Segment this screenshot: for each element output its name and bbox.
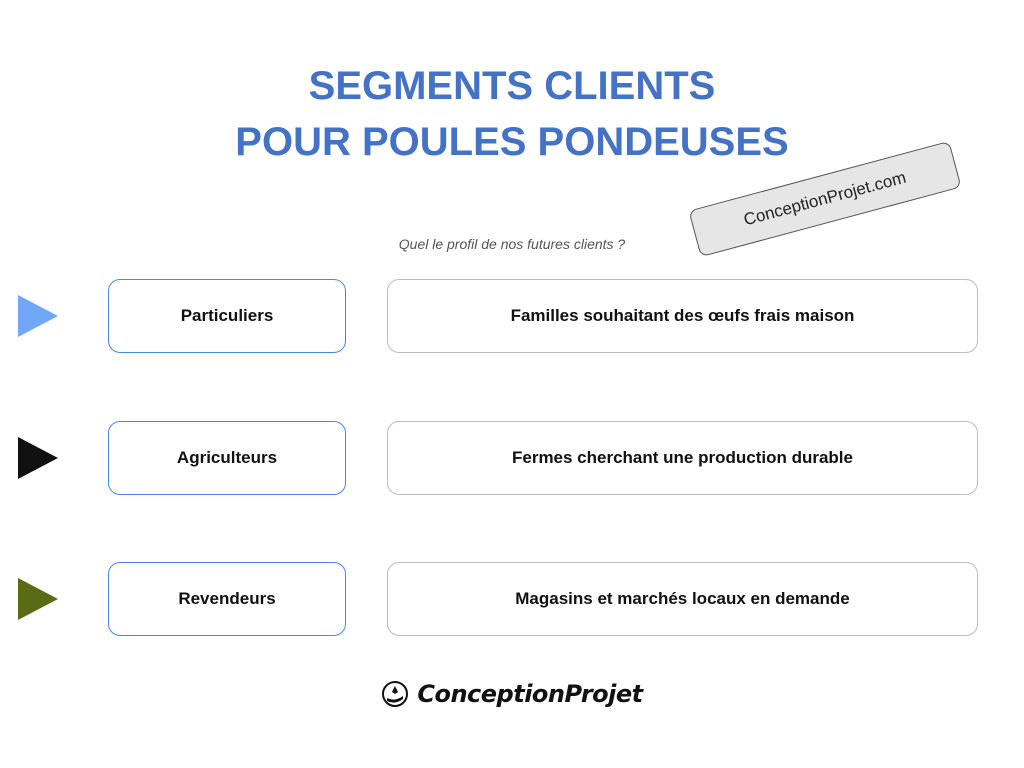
description-box: Familles souhaitant des œufs frais maiso… — [387, 279, 978, 353]
title-line-1: SEGMENTS CLIENTS — [308, 64, 716, 108]
logo-text: ConceptionProjet — [417, 680, 643, 708]
triangle-arrow-icon — [18, 578, 58, 620]
segment-box: Agriculteurs — [108, 421, 346, 495]
logo-icon — [382, 681, 409, 707]
triangle-arrow-icon — [18, 437, 58, 479]
brand-logo: ConceptionProjet — [0, 680, 1024, 708]
page-title: SEGMENTS CLIENTS POUR POULES PONDEUSES — [0, 58, 1024, 170]
description-box: Fermes cherchant une production durable — [387, 421, 978, 495]
triangle-arrow-icon — [18, 295, 58, 337]
segment-box: Revendeurs — [108, 562, 346, 636]
description-box: Magasins et marchés locaux en demande — [387, 562, 978, 636]
title-line-2: POUR POULES PONDEUSES — [235, 120, 789, 164]
segment-box: Particuliers — [108, 279, 346, 353]
subtitle: Quel le profil de nos futures clients ? — [398, 236, 626, 252]
